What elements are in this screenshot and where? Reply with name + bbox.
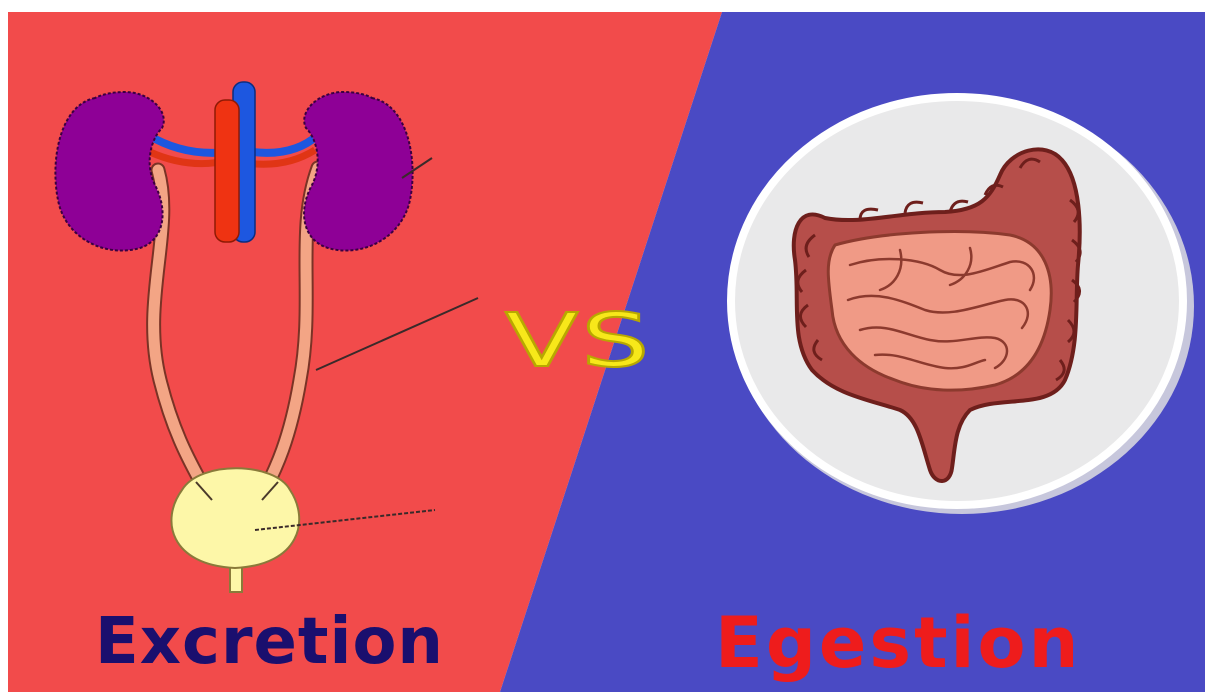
vs-label: VS — [505, 298, 652, 384]
aorta-icon — [215, 100, 239, 242]
digestive-system — [730, 97, 1194, 514]
egestion-label: Egestion — [715, 602, 1081, 684]
kidney-right — [304, 92, 413, 251]
excretion-label: Excretion — [95, 605, 444, 679]
kidney-icon — [55, 92, 163, 251]
bladder-icon — [171, 468, 299, 568]
